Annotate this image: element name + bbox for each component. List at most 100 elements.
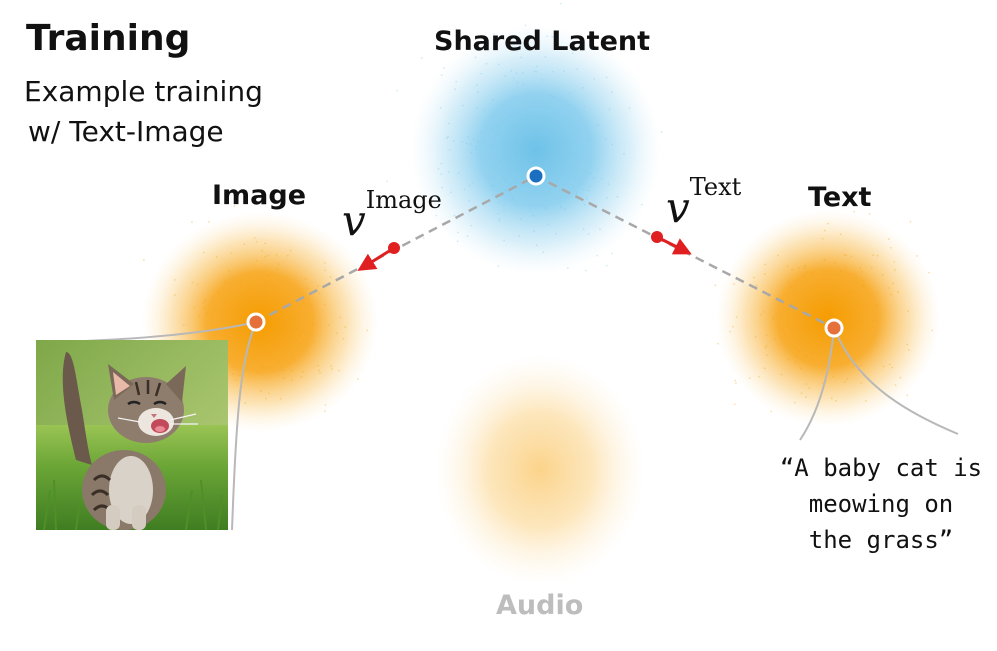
distribution-speck [229,288,231,291]
distribution-speck [541,113,544,116]
distribution-speck [206,312,209,315]
distribution-speck [817,311,820,314]
distribution-speck [906,394,909,397]
distribution-speck [800,392,803,394]
distribution-speck [846,377,849,380]
distribution-speck [300,330,303,332]
distribution-speck [310,303,313,306]
distribution-speck [518,167,521,170]
distribution-speck [899,376,902,379]
distribution-speck [568,104,571,106]
distribution-speck [298,334,301,337]
distribution-speck [825,273,828,275]
distribution-speck [810,351,813,354]
distribution-speck [264,255,267,258]
distribution-speck [564,140,567,143]
text-velocity-superscript: Text [689,173,742,201]
text-velocity-point [651,231,663,243]
distribution-speck [230,252,233,255]
distribution-speck [759,313,762,316]
distribution-speck [786,265,789,268]
distribution-speck [824,258,827,261]
distribution-speck [329,276,332,279]
distribution-speck [804,264,807,267]
distribution-speck [844,266,847,268]
distribution-speck [836,311,839,314]
distribution-speck [268,392,270,395]
distribution-speck [470,224,473,227]
distribution-speck [887,238,890,241]
distribution-speck [525,144,528,147]
distribution-speck [476,107,478,109]
distribution-speck [853,210,856,213]
distribution-speck [872,254,875,257]
distribution-speck [812,359,815,361]
distribution-speck [480,131,483,134]
distribution-speck [386,180,389,183]
distribution-speck [794,327,796,330]
distribution-speck [453,214,456,217]
distribution-speck [535,244,538,247]
distribution-speck [824,300,826,303]
distribution-speck [264,283,267,286]
distribution-speck [587,233,590,235]
distribution-speck [537,124,540,127]
text-point [824,318,844,338]
distribution-speck [318,292,321,295]
distribution-speck [510,69,513,72]
distribution-speck [545,199,548,202]
distribution-speck [505,180,508,182]
distribution-speck [239,309,242,311]
distribution-speck [324,410,326,413]
text-velocity-symbol: v [666,183,690,232]
distribution-speck [548,146,551,148]
distribution-speck [342,337,345,340]
distribution-speck [497,63,500,66]
distribution-speck [259,390,262,393]
distribution-speck [503,203,506,206]
distribution-speck [327,324,330,327]
distribution-speck [607,183,610,185]
distribution-speck [732,325,734,328]
distribution-speck [266,353,269,356]
distribution-speck [492,184,495,187]
distribution-speck [839,299,841,302]
distribution-speck [261,353,264,356]
distribution-speck [748,377,751,380]
distribution-speck [279,397,282,400]
distribution-speck [513,181,516,184]
distribution-speck [511,151,513,153]
distribution-speck [503,210,505,213]
distribution-speck [894,384,897,387]
distribution-speck [660,131,663,133]
distribution-speck [238,374,241,377]
distribution-speck [466,235,469,238]
distribution-speck [803,265,806,268]
distribution-speck [242,316,245,319]
subtitle-line-1: Example training [24,75,263,108]
distribution-speck [245,336,248,338]
distribution-speck [239,314,242,317]
distribution-speck [266,280,269,282]
distribution-speck [839,294,842,297]
distribution-speck [253,357,256,360]
distribution-speck [524,161,527,163]
distribution-speck [498,219,501,222]
distribution-speck [256,371,259,373]
distribution-speck [214,333,217,336]
distribution-speck [841,349,843,352]
distribution-speck [520,218,523,220]
distribution-speck [823,259,826,262]
distribution-speck [758,375,760,378]
distribution-speck [244,348,247,351]
distribution-speck [483,109,486,112]
distribution-speck [843,328,846,331]
distribution-speck [285,357,287,360]
distribution-speck [515,204,518,207]
distribution-speck [860,270,863,273]
distribution-speck [611,252,613,255]
distribution-speck [275,319,278,322]
distribution-speck [480,72,483,75]
distribution-speck [233,205,236,207]
distribution-speck [850,315,853,318]
